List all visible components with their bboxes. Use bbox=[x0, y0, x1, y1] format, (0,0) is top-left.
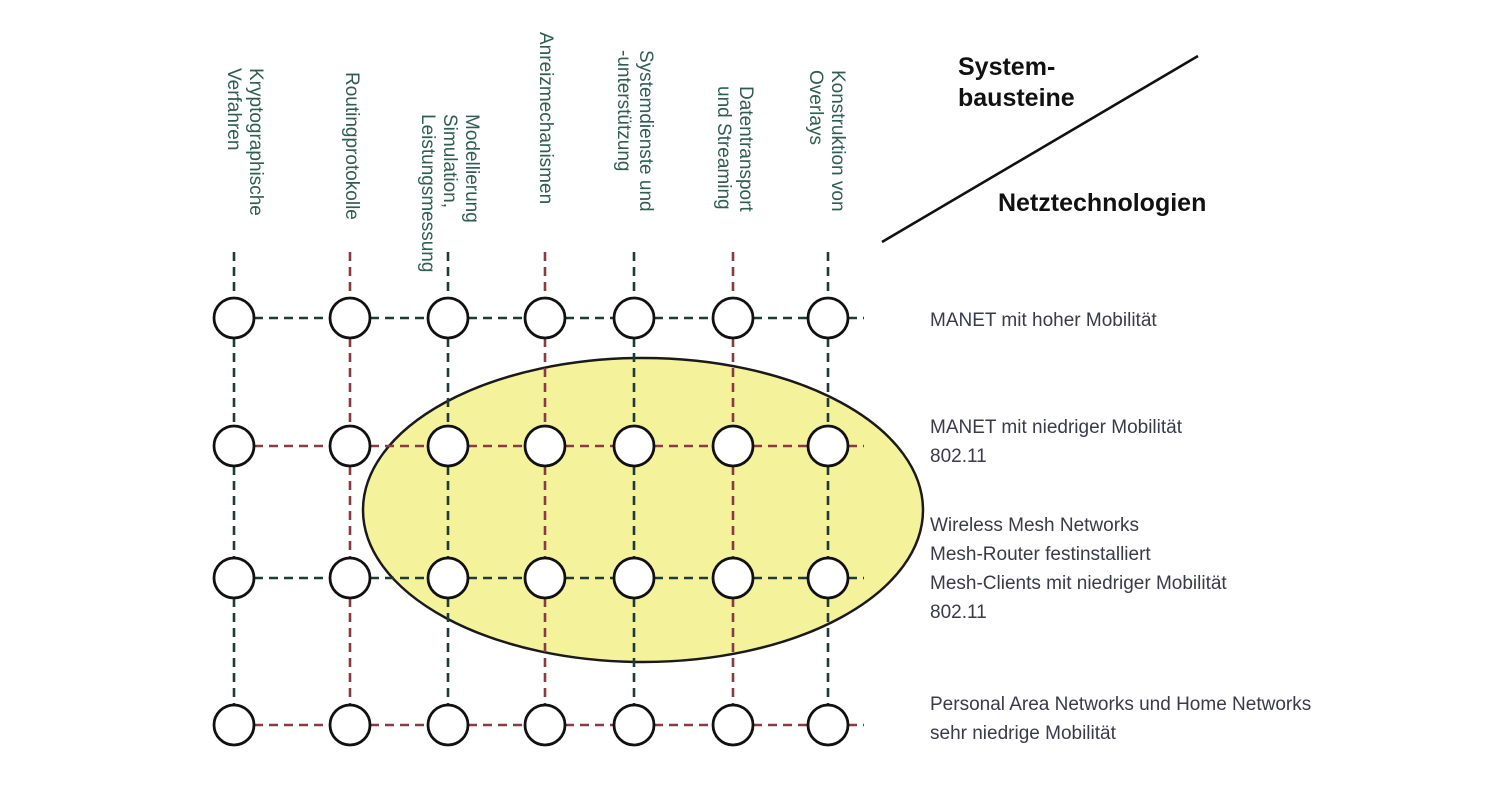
column-label-incentive-mechanisms: Anreizmechanismen bbox=[535, 32, 556, 205]
grid-node bbox=[523, 556, 567, 600]
grid-node bbox=[426, 703, 470, 747]
grid-node bbox=[612, 424, 656, 468]
grid-node bbox=[328, 556, 372, 600]
grid-node bbox=[806, 296, 850, 340]
grid-node bbox=[711, 556, 755, 600]
row-label-manet-low-mobility: MANET mit niedriger Mobilität 802.11 bbox=[930, 417, 1183, 467]
row-label-personal-home-networks: Personal Area Networks und Home Networks… bbox=[930, 694, 1312, 744]
grid-node bbox=[328, 424, 372, 468]
network-technologies-heading: Netztechnologien bbox=[998, 189, 1207, 217]
grid-node bbox=[523, 296, 567, 340]
grid-node bbox=[426, 296, 470, 340]
grid-node bbox=[426, 556, 470, 600]
grid-node bbox=[711, 703, 755, 747]
column-label-data-transport: Datentransport und Streaming bbox=[713, 86, 756, 212]
grid-node bbox=[806, 556, 850, 600]
grid-node bbox=[212, 424, 256, 468]
grid-node bbox=[212, 703, 256, 747]
column-label-overlay-construction: Konstruktion von Overlays bbox=[805, 70, 848, 212]
grid-node bbox=[711, 296, 755, 340]
grid-node bbox=[328, 296, 372, 340]
corner-diagonal-line bbox=[881, 54, 1199, 244]
grid-node bbox=[212, 556, 256, 600]
grid-node bbox=[328, 703, 372, 747]
grid-node bbox=[806, 424, 850, 468]
grid-node bbox=[612, 703, 656, 747]
row-label-wireless-mesh-networks: Wireless Mesh Networks Mesh-Router festi… bbox=[930, 515, 1227, 623]
column-label-cryptographic-methods: Kryptographische Verfahren bbox=[223, 68, 266, 216]
grid-node bbox=[711, 424, 755, 468]
column-label-modelling-simulation: Modellierung Simulation, Leistungsmessun… bbox=[417, 114, 482, 273]
column-label-routing-protocols: Routingprotokolle bbox=[341, 72, 362, 220]
grid-node bbox=[212, 296, 256, 340]
grid-node bbox=[612, 556, 656, 600]
highlight-ellipse bbox=[361, 356, 925, 664]
grid-node bbox=[612, 296, 656, 340]
grid-node bbox=[523, 424, 567, 468]
system-components-heading: System- bausteine bbox=[958, 53, 1075, 112]
grid-node bbox=[426, 424, 470, 468]
row-label-manet-high-mobility: MANET mit hoher Mobilität bbox=[930, 310, 1157, 331]
grid-node bbox=[523, 703, 567, 747]
grid-node bbox=[806, 703, 850, 747]
column-label-system-services: Systemdienste und -unterstützung bbox=[613, 50, 656, 212]
